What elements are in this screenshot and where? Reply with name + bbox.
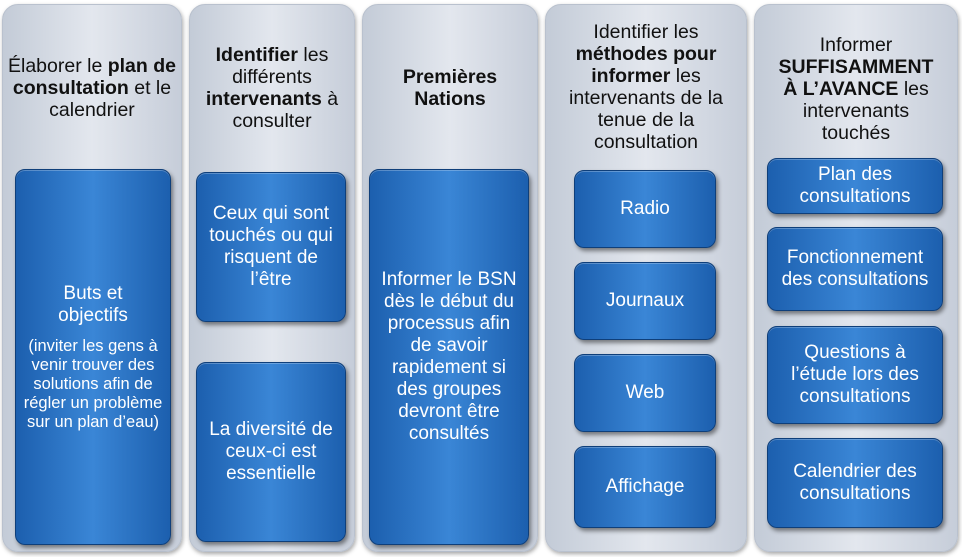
box-text: Web bbox=[625, 382, 665, 403]
column-plan-consultation: Élaborer le plan de consultation et le c… bbox=[2, 4, 182, 552]
column-identifier-intervenants: Identifier les différents intervenants à… bbox=[189, 4, 355, 552]
box-text: Journaux bbox=[605, 290, 685, 311]
box-text: Buts et objectifs bbox=[58, 282, 128, 326]
box-informer-bsn: Informer le BSN dès le début du processu… bbox=[369, 169, 529, 545]
box-subtext: (inviter les gens à venir trouver des so… bbox=[23, 336, 163, 431]
box-text: Affichage bbox=[605, 476, 685, 497]
header-part: SUFFISAMMENT À L’AVANCE bbox=[778, 56, 934, 100]
column-header: Identifier les méthodes pour informer le… bbox=[550, 21, 742, 153]
box-web: Web bbox=[574, 354, 716, 432]
box-text: Radio bbox=[620, 198, 670, 219]
box-text: Questions à l’étude lors des consultatio… bbox=[791, 342, 919, 407]
box-journaux: Journaux bbox=[574, 262, 716, 340]
box-text: Fonctionnement des consultations bbox=[781, 247, 929, 290]
header-part: Informer bbox=[819, 34, 893, 56]
header-part: méthodes pour informer bbox=[575, 43, 717, 87]
box-text: Ceux qui sont touchés ou qui risquent de… bbox=[209, 203, 333, 290]
header-part: Identifier les bbox=[593, 21, 699, 43]
header-part: les intervenants touchés bbox=[802, 78, 929, 144]
box-radio: Radio bbox=[574, 170, 716, 248]
header-part: les différents bbox=[232, 44, 329, 88]
column-header: Informer SUFFISAMMENT À L’AVANCE les int… bbox=[769, 34, 943, 144]
box-plan-consultations: Plan des consultations bbox=[767, 158, 943, 214]
column-header: Élaborer le plan de consultation et le c… bbox=[7, 55, 177, 121]
box-buts-objectifs: Buts et objectifs (inviter les gens à ve… bbox=[15, 169, 171, 545]
box-text: Calendrier des consultations bbox=[793, 461, 917, 504]
header-part: Identifier bbox=[215, 44, 298, 66]
box-text: Informer le BSN dès le début du processu… bbox=[381, 269, 517, 444]
header-part: intervenants bbox=[205, 88, 322, 110]
box-questions: Questions à l’étude lors des consultatio… bbox=[767, 326, 943, 424]
column-premieres-nations: Premières Nations Informer le BSN dès le… bbox=[362, 4, 538, 552]
column-header: Identifier les différents intervenants à… bbox=[194, 44, 350, 132]
box-text: Plan des consultations bbox=[799, 164, 911, 207]
box-touches: Ceux qui sont touchés ou qui risquent de… bbox=[196, 172, 346, 322]
header-part: plan de consultation bbox=[12, 55, 176, 99]
column-methodes-informer: Identifier les méthodes pour informer le… bbox=[545, 4, 747, 552]
column-informer-avance: Informer SUFFISAMMENT À L’AVANCE les int… bbox=[754, 4, 958, 552]
box-affichage: Affichage bbox=[574, 446, 716, 528]
box-fonctionnement: Fonctionnement des consultations bbox=[767, 227, 943, 311]
box-calendrier: Calendrier des consultations bbox=[767, 438, 943, 528]
box-diversite: La diversité de ceux-ci est essentielle bbox=[196, 362, 346, 542]
column-header: Premières Nations bbox=[367, 66, 533, 110]
header-part: Élaborer le bbox=[8, 55, 108, 77]
header-part: les intervenants de la tenue de la consu… bbox=[569, 65, 723, 153]
header-part: Premières Nations bbox=[402, 66, 498, 110]
box-text: La diversité de ceux-ci est essentielle bbox=[209, 419, 333, 484]
header-part: et le calendrier bbox=[49, 77, 172, 121]
header-part: à consulter bbox=[232, 88, 339, 132]
